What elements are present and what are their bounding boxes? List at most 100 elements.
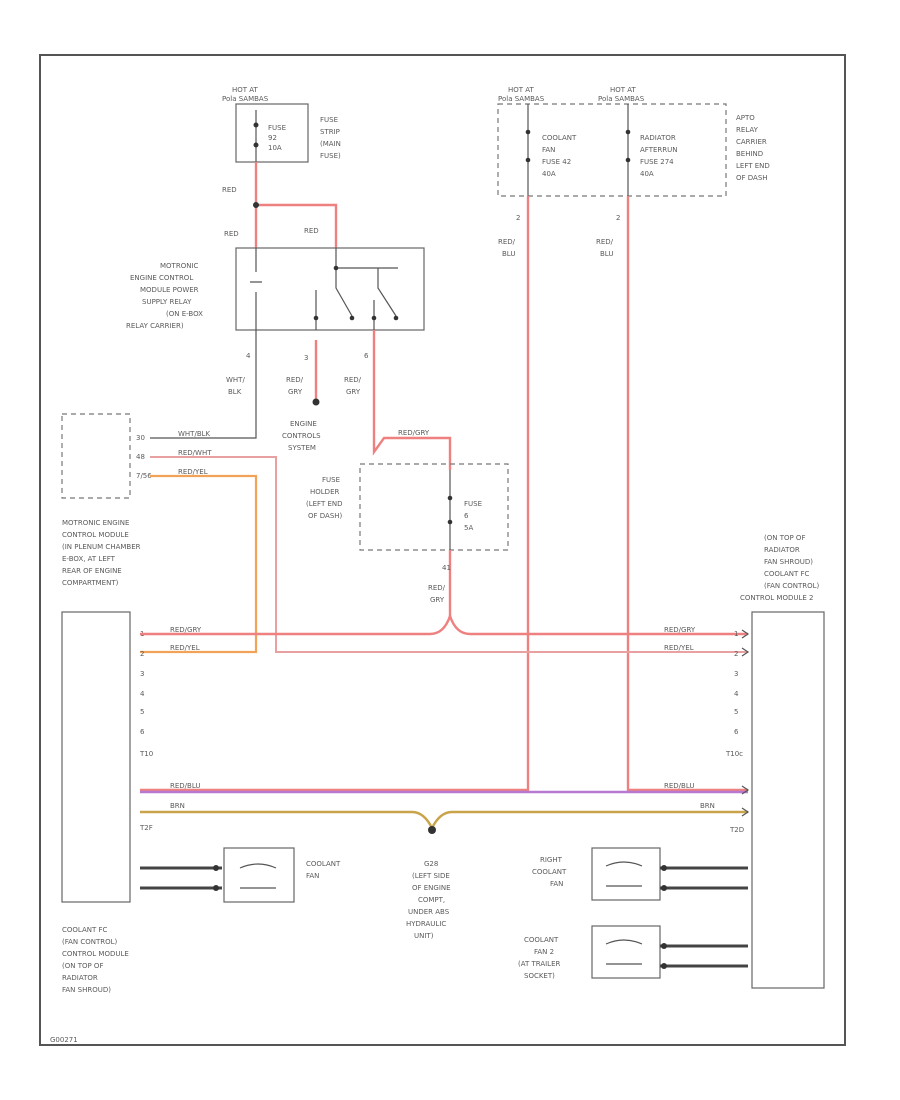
fan2-symbol — [605, 939, 643, 965]
ecm-l2: CONTROL MODULE — [62, 531, 129, 539]
right-fan-motor — [591, 847, 661, 901]
wire-wht-blk-l2: BLK — [228, 388, 242, 396]
on-top-l3: FAN SHROUD) — [764, 558, 813, 566]
wire-wht-blk-l1: WHT/ — [226, 376, 245, 384]
carrier-l3: CARRIER — [736, 138, 767, 146]
fuse-holder-l3: (LEFT END — [306, 500, 343, 508]
wire-red-gry3-l2: GRY — [430, 596, 445, 604]
red-yel-h-label: RED/YEL — [178, 468, 208, 476]
pin-4: 4 — [246, 352, 251, 360]
red-blu-r2: BLU — [600, 250, 613, 258]
fc-left-l6: FAN SHROUD) — [62, 986, 111, 994]
g28-l5: UNDER ABS — [408, 908, 450, 916]
red-blu-l2: BLU — [502, 250, 515, 258]
wire-red-gry-l2: GRY — [288, 388, 303, 396]
coolant-fan-l2: FAN — [306, 872, 319, 880]
fc-left-l3: CONTROL MODULE — [62, 950, 129, 958]
t10-left-label: T10 — [139, 750, 153, 758]
pin-6: 6 — [364, 352, 369, 360]
carrier-l6: OF DASH — [736, 174, 768, 182]
pin-2b: 2 — [616, 214, 620, 222]
t2f-label: T2F — [139, 824, 153, 832]
wire-red-wht-h — [150, 456, 748, 653]
right-fan-l2: COOLANT — [532, 868, 567, 876]
relay-l2: ENGINE CONTROL — [130, 274, 193, 282]
carrier-l5: LEFT END — [736, 162, 770, 170]
wire-red-blu-right — [626, 196, 748, 792]
ecm-l6: COMPARTMENT) — [62, 579, 119, 587]
on-top-l5: (FAN CONTROL) — [764, 582, 820, 590]
fuse-274-l3: FUSE 274 — [640, 158, 674, 166]
fuse-6-l1: FUSE — [464, 500, 482, 508]
t10r-pin-1: 1 — [734, 630, 738, 638]
fuse-92-num: 92 — [268, 134, 277, 142]
fc-left-l1: COOLANT FC — [62, 926, 108, 934]
t10-left-pin-2: 2 — [140, 650, 144, 658]
ecm-pin-756: 7/56 — [136, 472, 152, 480]
on-top-l2: RADIATOR — [764, 546, 800, 554]
red-gry-bus-label: RED/GRY — [170, 626, 202, 634]
wire-red-branch — [256, 203, 338, 248]
fan2-l3: (AT TRAILER — [518, 960, 561, 968]
ecm-l4: E-BOX, AT LEFT — [62, 555, 116, 563]
g28-l4: COMPT, — [418, 896, 445, 904]
fan2-l4: SOCKET) — [524, 972, 555, 980]
fc-left-l2: (FAN CONTROL) — [62, 938, 118, 946]
t10-left-pin-6: 6 — [140, 728, 145, 736]
relay-l5: (ON E-BOX — [166, 310, 203, 318]
pin-2a: 2 — [516, 214, 520, 222]
fuse-strip-l1: FUSE — [320, 116, 338, 124]
right-fan-symbol — [605, 861, 643, 887]
fuse-274-l2: AFTERRUN — [640, 146, 677, 154]
fuse-holder-l2: HOLDER — [310, 488, 339, 496]
relay-l4: SUPPLY RELAY — [142, 298, 192, 306]
carrier-l4: BEHIND — [736, 150, 763, 158]
wire-label-red-3: RED — [304, 227, 319, 235]
t2d-label: T2D — [729, 826, 744, 834]
fuse-holder-l1: FUSE — [322, 476, 340, 484]
wire-label-red-1: RED — [222, 186, 237, 194]
fuse-holder-l4: OF DASH) — [308, 512, 343, 520]
fuse-strip-l4: FUSE) — [320, 152, 341, 160]
brn-label-right: BRN — [700, 802, 715, 810]
wire-red-gry-h: RED/GRY — [398, 429, 430, 437]
fuse-6-l2: 6 — [464, 512, 469, 520]
ecm-pin-48: 48 — [136, 453, 145, 461]
hot-at-3: HOT AT — [610, 86, 637, 94]
g28-l1: G28 — [424, 860, 438, 868]
ecm-box — [61, 413, 131, 499]
red-wht-h-label: RED/WHT — [178, 449, 212, 457]
carrier-l1: APTO — [736, 114, 755, 122]
red-blu-bus-label: RED/BLU — [170, 782, 201, 790]
engine-controls-l3: SYSTEM — [288, 444, 316, 452]
wire-wht-blk-h — [150, 400, 257, 439]
wht-blk-h-label: WHT/BLK — [178, 430, 211, 438]
fuse-42-l2: FAN — [542, 146, 555, 154]
wire-red-gry3-l1: RED/ — [428, 584, 446, 592]
wire-red-gry-bus — [140, 612, 748, 636]
red-blu-bus-label-r: RED/BLU — [664, 782, 695, 790]
ecm-l5: REAR OF ENGINE — [62, 567, 122, 575]
fuse-274-l4: 40A — [640, 170, 654, 178]
g28-l6: HYDRAULIC — [406, 920, 446, 928]
g28-l7: UNIT) — [414, 932, 434, 940]
t10r-pin-3: 3 — [734, 670, 738, 678]
fc-left-l5: RADIATOR — [62, 974, 98, 982]
fuse-6-l3: 5A — [464, 524, 473, 532]
wire-red-gry-fuse — [372, 330, 452, 470]
on-top-l1: (ON TOP OF — [764, 534, 805, 542]
carrier-l2: RELAY — [736, 126, 759, 134]
fuse-92-label: FUSE — [268, 124, 286, 132]
on-top-l4: COOLANT FC — [764, 570, 810, 578]
pin-arrows-right — [741, 629, 750, 817]
diagram-frame — [39, 54, 846, 1046]
on-top-l6: CONTROL MODULE 2 — [740, 594, 813, 602]
red-yel-left-label: RED/YEL — [170, 644, 200, 652]
relay-carrier-box — [497, 103, 727, 197]
fan2-motor — [591, 925, 661, 979]
ecm-l1: MOTRONIC ENGINE — [62, 519, 129, 527]
t10r-pin-4: 4 — [734, 690, 739, 698]
hot-at-3b: Pola SAMBAS — [598, 95, 645, 103]
wire-red-gry-l1: RED/ — [286, 376, 304, 384]
ecm-l3: (IN PLENUM CHAMBER — [62, 543, 141, 551]
